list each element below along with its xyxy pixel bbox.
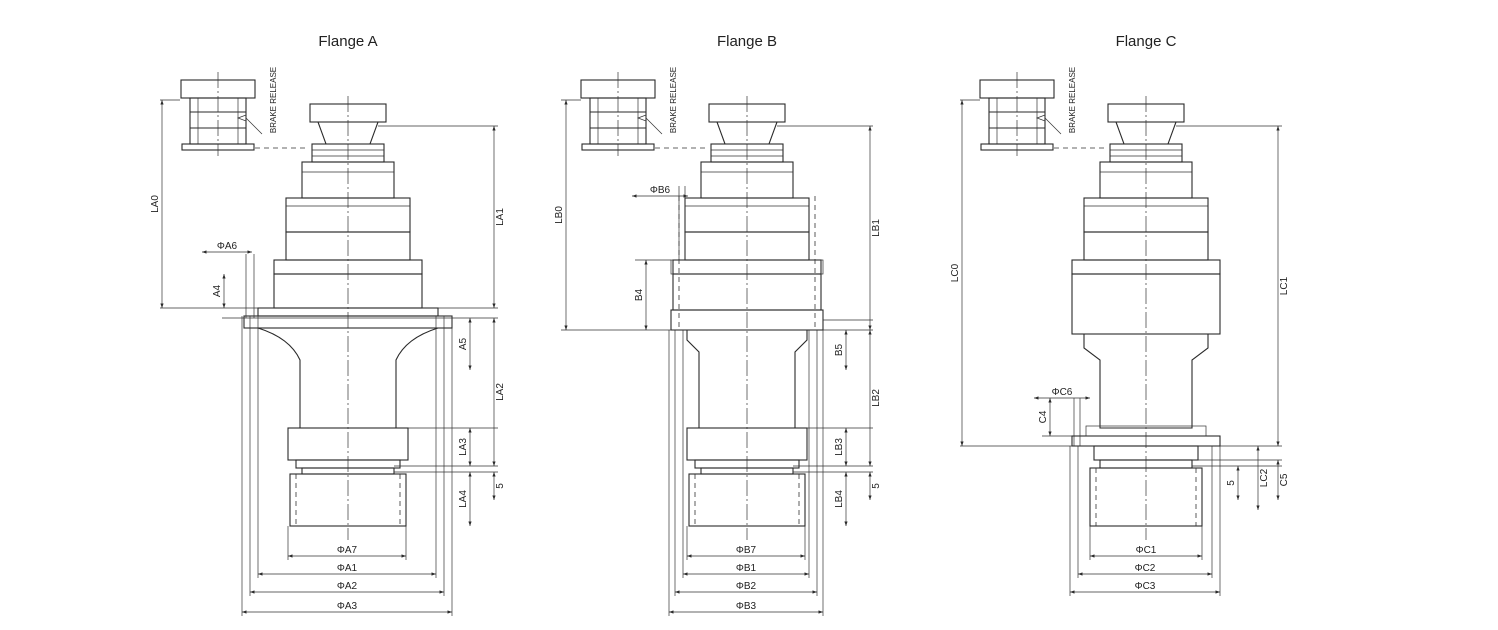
dimension-label: C5 [1279, 473, 1290, 486]
dimension-label: C4 [1038, 410, 1049, 423]
flange-title: Flange C [1116, 33, 1177, 50]
dimension-label: A5 [458, 337, 469, 350]
dimension-label: LA3 [458, 438, 469, 456]
dimension-label: ΦA7 [337, 545, 358, 556]
dimension-label: LC1 [1279, 276, 1290, 295]
dimension-label: 5 [1226, 480, 1237, 486]
dimension-label: ΦB3 [736, 601, 757, 612]
dimension-label: 5 [495, 483, 506, 489]
dimension-label: A4 [212, 284, 223, 297]
dimension-label: LA0 [150, 195, 161, 213]
dimension-label: ΦC6 [1052, 387, 1073, 398]
dimension-label: B4 [634, 288, 645, 301]
dimension-label: LA2 [495, 383, 506, 401]
dimension-label: ΦA3 [337, 601, 358, 612]
brake-release-label: BRAKE RELEASE [1068, 67, 1077, 133]
dimension-label: ΦC1 [1136, 545, 1157, 556]
dimension-label: ΦB1 [736, 563, 757, 574]
dimension-label: ΦC3 [1135, 581, 1156, 592]
dimension-label: ΦA1 [337, 563, 358, 574]
brake-release-label: BRAKE RELEASE [669, 67, 678, 133]
dimension-label: LA4 [458, 490, 469, 508]
dimension-label: ΦC2 [1135, 563, 1156, 574]
dimension-label: LB1 [871, 219, 882, 237]
dimension-label: LB0 [554, 206, 565, 224]
dimension-label: ΦA2 [337, 581, 358, 592]
dimension-label: ΦB7 [736, 545, 757, 556]
dimension-label: LB4 [834, 490, 845, 508]
flange-title: Flange A [318, 33, 377, 50]
dimension-label: LC2 [1259, 468, 1270, 487]
dimension-label: LB3 [834, 438, 845, 456]
dimension-label: LA1 [495, 208, 506, 226]
brake-release-label: BRAKE RELEASE [269, 67, 278, 133]
dimension-label: ΦA6 [217, 241, 238, 252]
dimension-label: ΦB2 [736, 581, 757, 592]
dimension-label: B5 [834, 343, 845, 356]
dimension-label: LB2 [871, 389, 882, 407]
dimension-label: ΦB6 [650, 185, 671, 196]
dimension-label: 5 [871, 483, 882, 489]
dimension-label: LC0 [950, 263, 961, 282]
flange-title: Flange B [717, 33, 777, 50]
